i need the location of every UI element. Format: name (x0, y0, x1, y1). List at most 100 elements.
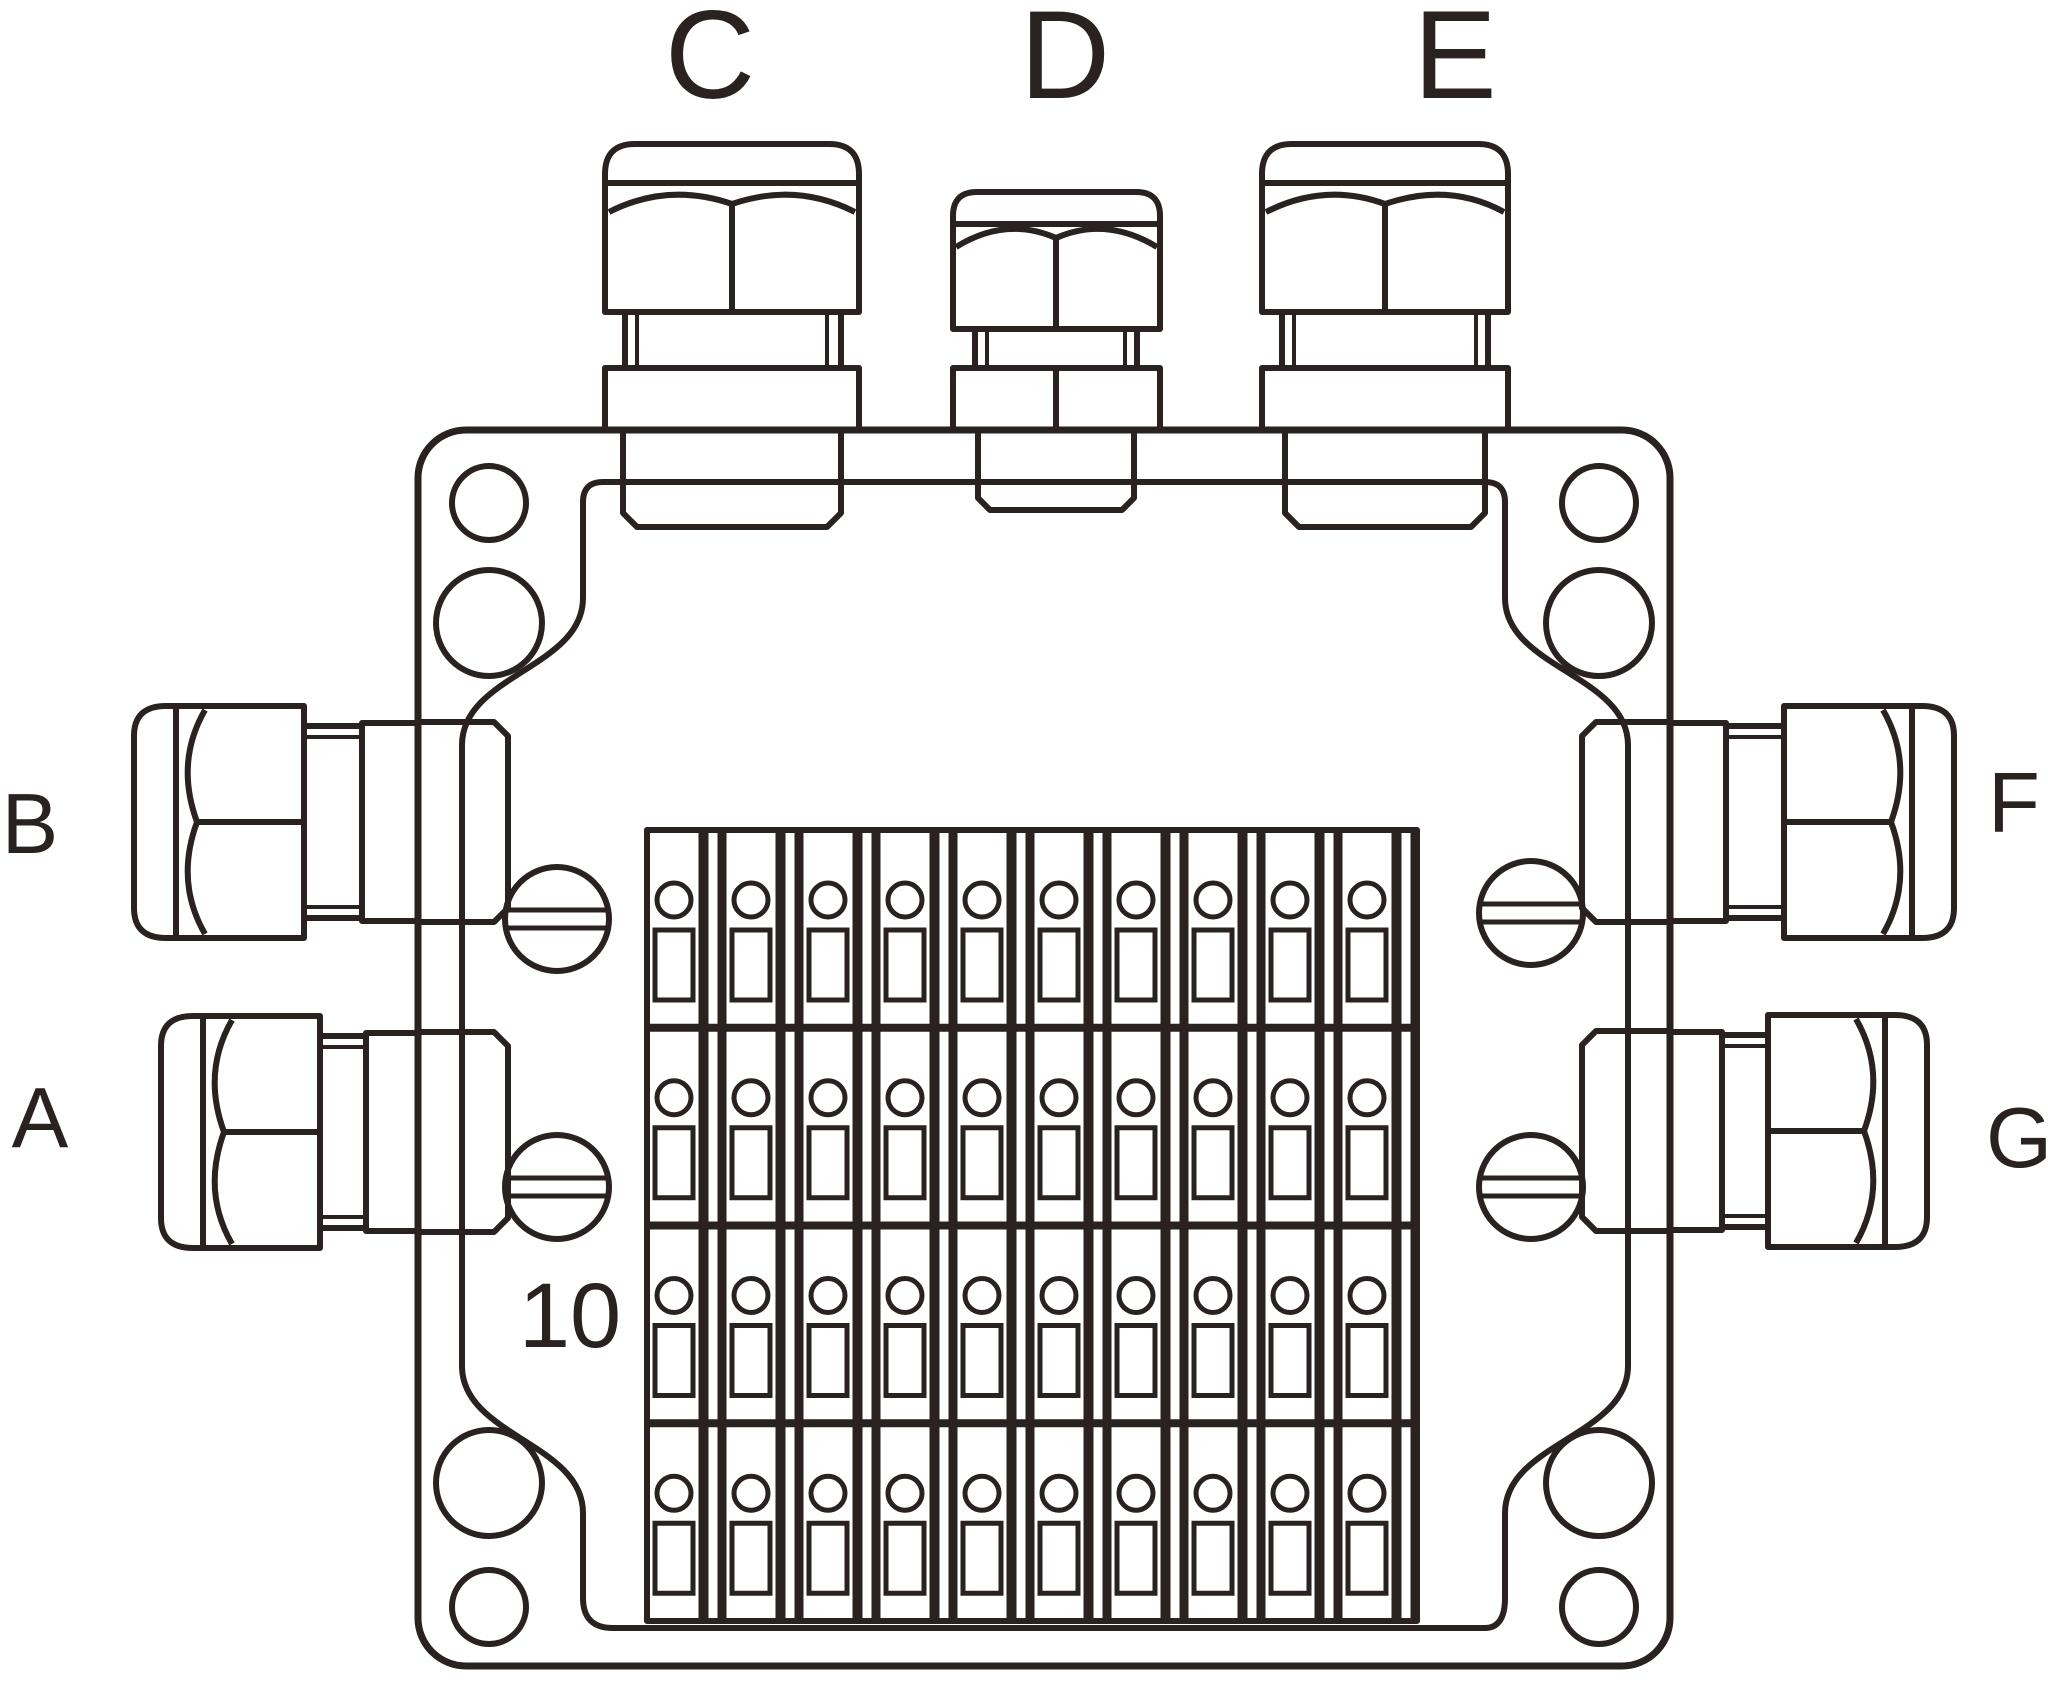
inner-nut-f (1579, 719, 1670, 925)
gland-e-neck-thread (1292, 312, 1478, 368)
terminal-clamp-window (1268, 1520, 1312, 1596)
gland-g-base (1667, 1029, 1725, 1233)
cover-screw (1476, 1132, 1586, 1242)
terminal-clamp-window (1114, 1125, 1158, 1201)
terminal-screw-hole (885, 1473, 925, 1513)
terminal-screw-hole (654, 880, 694, 920)
terminal-screw-hole (1347, 1078, 1387, 1118)
gland-b-base (359, 720, 421, 924)
terminal-screw-hole (1193, 1276, 1233, 1315)
terminal-screw-hole (1116, 1473, 1156, 1513)
terminal-clamp-window (1268, 1125, 1312, 1201)
gland-f-hex-facets (1784, 708, 1904, 936)
terminal-screw-hole (1270, 880, 1310, 920)
terminal-screw-hole (1347, 1473, 1387, 1513)
terminal-screw-hole (1347, 1276, 1387, 1315)
enclosure-body (414, 426, 1674, 1670)
gland-e-cap (1259, 141, 1511, 186)
terminal-screw-hole (808, 880, 848, 920)
terminal-clamp-window (1114, 927, 1158, 1003)
terminal-screw-hole (1116, 1276, 1156, 1315)
terminal-clamp-window (729, 1125, 773, 1201)
label-gland-a: A (12, 1071, 69, 1166)
cover-screw (1476, 858, 1586, 968)
terminal-screw-hole (731, 880, 771, 920)
terminal-screw-hole (1193, 1078, 1233, 1118)
terminal-clamp-window (652, 1125, 696, 1201)
gland-a-cap (158, 1013, 206, 1251)
terminal-clamp-window (1345, 1520, 1389, 1596)
terminal-screw-hole (1039, 1276, 1079, 1315)
cable-gland-b (131, 703, 421, 941)
terminal-screw-hole (885, 880, 925, 920)
terminal-clamp-window (883, 1125, 927, 1201)
gland-e-hex-facets (1264, 191, 1506, 312)
label-terminal-count: 10 (519, 1265, 621, 1367)
gland-b-cap (131, 703, 179, 941)
terminal-clamp-window (1345, 927, 1389, 1003)
corner-hole-small-bottom-right (1559, 1567, 1639, 1647)
terminal-clamp-window (806, 1520, 850, 1596)
gland-f-neck (1726, 723, 1784, 921)
terminal-clamp-window (883, 1323, 927, 1398)
terminal-screw-hole (731, 1276, 771, 1315)
terminal-clamp-window (1037, 1520, 1081, 1596)
gland-d-cap (950, 189, 1163, 227)
corner-boss-bottom-left (433, 1427, 545, 1539)
gland-g-neck (1722, 1032, 1768, 1230)
terminal-screw-hole (808, 1078, 848, 1118)
label-gland-g: G (1986, 1091, 2048, 1186)
terminal-screw-hole (1347, 880, 1387, 920)
cover-screws (502, 858, 1586, 1242)
terminal-clamp-window (729, 927, 773, 1003)
terminal-screw-hole (1270, 1078, 1310, 1118)
terminal-clamp-window (1268, 1323, 1312, 1398)
corner-hole-small-top-left (449, 463, 529, 543)
gland-f-cap (1909, 703, 1957, 941)
terminal-clamp-window (883, 1520, 927, 1596)
cable-gland-d (950, 189, 1163, 433)
terminal-clamp-window (652, 927, 696, 1003)
terminal-screw-hole (1193, 1473, 1233, 1513)
gland-a-base (363, 1030, 421, 1234)
gland-b-neck (304, 723, 362, 921)
gland-g-hex-facets (1768, 1017, 1877, 1245)
terminal-clamp-window (1191, 1125, 1235, 1201)
terminal-screw-hole (1039, 880, 1079, 920)
label-gland-c: C (665, 0, 755, 125)
gland-f-neck-thread (1726, 735, 1784, 909)
terminal-screw-hole (1270, 1473, 1310, 1513)
terminal-clamp-window (960, 1520, 1004, 1596)
inner-nut-b (418, 719, 511, 925)
terminal-clamp-window (1345, 1323, 1389, 1398)
terminal-clamp-window (1037, 1323, 1081, 1398)
terminal-clamp-window (729, 1520, 773, 1596)
gland-d-neck-thread (985, 329, 1127, 368)
terminal-clamp-window (960, 1323, 1004, 1398)
inner-nut-a (418, 1029, 511, 1235)
terminal-screw-hole (1270, 1276, 1310, 1315)
gland-a-neck (320, 1033, 366, 1231)
terminal-clamp-window (1268, 927, 1312, 1003)
corner-hole-small-bottom-left (449, 1567, 529, 1647)
inner-nut-e (1282, 432, 1488, 530)
corner-boss-top-left (433, 567, 545, 679)
terminal-screw-hole (654, 1078, 694, 1118)
terminal-screw-hole (731, 1473, 771, 1513)
gland-b-neck-thread (304, 735, 362, 909)
gland-c-neck (622, 312, 844, 368)
terminal-screw-hole (808, 1276, 848, 1315)
labels: C D E B A F G 10 (2, 0, 2048, 1367)
corner-holes (433, 463, 1655, 1647)
lid-rim-outline (459, 479, 1631, 1631)
corner-hole-small-top-right (1559, 463, 1639, 543)
terminal-clamp-window (1345, 1125, 1389, 1201)
terminal-clamp-window (1114, 1520, 1158, 1596)
terminal-clamp-window (806, 1125, 850, 1201)
terminal-clamp-window (729, 1323, 773, 1398)
gland-a-neck-thread (320, 1045, 366, 1219)
gland-c-base (602, 365, 862, 433)
terminal-screw-hole (731, 1078, 771, 1118)
terminal-screw-hole (962, 1473, 1002, 1513)
